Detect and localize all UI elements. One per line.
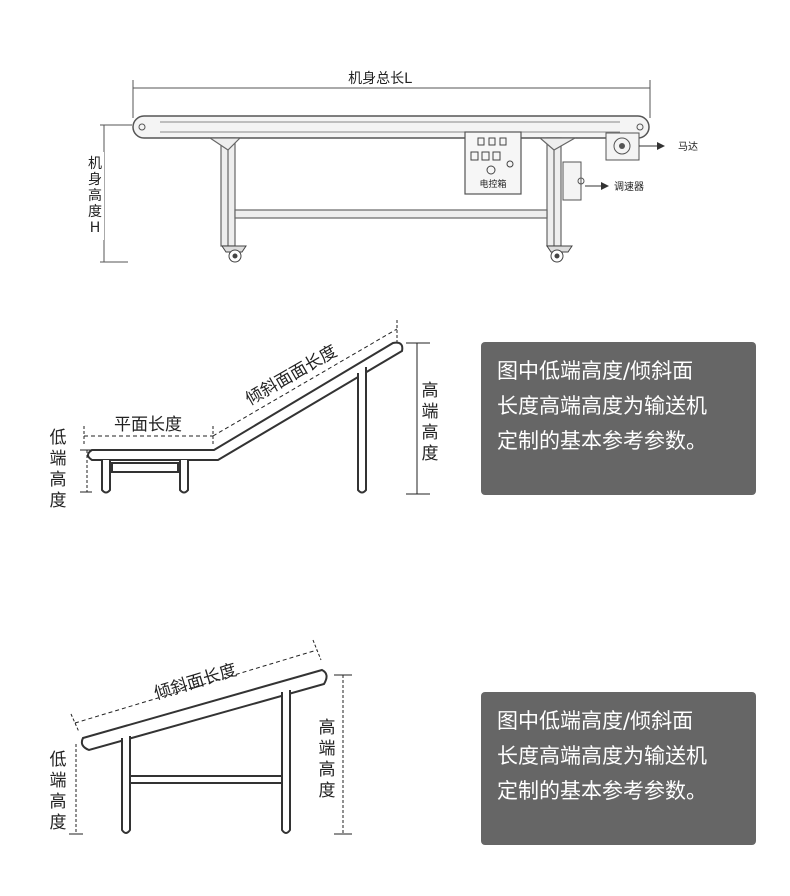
note-line: 长度高端高度为输送机 [497,744,707,768]
svg-text:高: 高 [50,470,67,490]
note-line: 定制的基本参考参数。 [497,779,707,803]
svg-text:度: 度 [319,781,336,801]
motor: 马达 [605,132,698,161]
control-box: 电控箱 [464,131,522,195]
svg-text:H: H [90,220,101,236]
svg-text:端: 端 [50,771,67,791]
note-line: 图中低端高度/倾斜面 [497,709,694,733]
svg-text:低: 低 [50,428,67,448]
svg-text:端: 端 [319,739,336,759]
svg-text:身: 身 [88,172,102,188]
total-length-label: 机身总长L [348,71,412,87]
svg-text:机: 机 [88,156,102,172]
speed-controller-label: 调速器 [614,181,644,193]
belt-outline [87,341,404,461]
high-end-label-3: 高 端 高 度 [319,718,336,801]
svg-text:高: 高 [422,381,439,401]
note-line: 长度高端高度为输送机 [497,394,707,418]
note-line: 定制的基本参考参数。 [497,429,707,453]
incline-length-label: 倾斜面面长度 [242,342,340,410]
svg-text:高: 高 [319,718,336,738]
control-box-label: 电控箱 [479,178,506,190]
high-end-label-2: 高 端 高 度 [422,381,439,464]
belt-outline-3 [80,668,328,752]
casters [221,245,573,263]
note-line: 图中低端高度/倾斜面 [497,359,694,383]
svg-text:高: 高 [319,760,336,780]
svg-text:度: 度 [422,444,439,464]
note-box-2: 图中低端高度/倾斜面 长度高端高度为输送机 定制的基本参考参数。 [481,692,756,845]
svg-text:低: 低 [50,750,67,770]
motor-label: 马达 [678,141,698,153]
speed-controller: 调速器 [562,161,644,201]
low-end-label-2: 低 端 高 度 [50,428,67,511]
svg-text:高: 高 [50,792,67,812]
flat-conveyor-diagram: 机身总长L 机 身 高 度 H [84,71,698,263]
flat-length-label: 平面长度 [114,415,182,435]
svg-text:度: 度 [50,813,67,833]
incline-diagram: 倾斜面长度 低 端 高 度 高 端 高 度 [50,639,352,835]
note-box-1: 图中低端高度/倾斜面 长度高端高度为输送机 定制的基本参考参数。 [481,342,756,495]
svg-text:度: 度 [88,204,102,220]
conveyor-belt [132,115,650,139]
svg-text:端: 端 [422,402,439,422]
height-label: 机 身 高 度 H [88,156,102,236]
svg-text:高: 高 [422,423,439,443]
low-end-label-3: 低 端 高 度 [50,750,67,833]
flat-incline-diagram: 平面长度 倾斜面面长度 低 端 高 度 高 端 [50,320,440,511]
conveyor-legs [208,137,578,247]
svg-text:度: 度 [50,491,67,511]
svg-text:高: 高 [88,187,102,204]
svg-text:端: 端 [50,449,67,469]
